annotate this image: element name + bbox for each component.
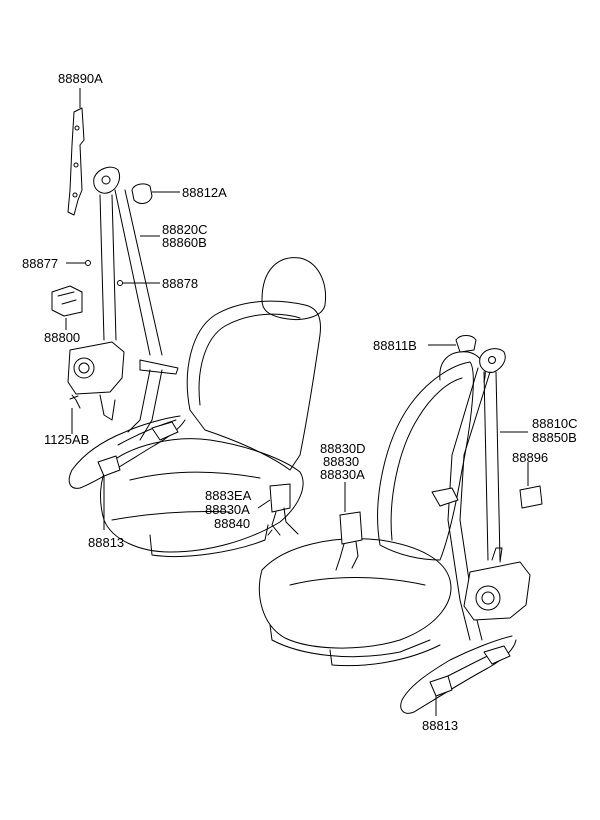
left-seat: [100, 257, 327, 557]
label-88860B: 88860B: [162, 235, 207, 250]
pin-88877: [85, 260, 91, 266]
label-88896: 88896: [512, 450, 548, 465]
cover-88812A: [131, 183, 153, 204]
label-88830: 88830: [323, 454, 359, 469]
label-88878: 88878: [162, 276, 198, 291]
right-belt-assembly: [335, 335, 543, 714]
label-88813-right: 88813: [422, 718, 458, 733]
label-88812A: 88812A: [182, 185, 227, 200]
clip-88896: [519, 485, 543, 509]
label-88810C: 88810C: [532, 416, 578, 431]
label-88820C: 88820C: [162, 222, 208, 237]
cover-88811B: [455, 335, 477, 353]
label-1125AB: 1125AB: [44, 432, 89, 447]
label-88830A-top: 88830A: [320, 467, 365, 482]
anchor-88813-left: [97, 455, 121, 477]
label-88850B: 88850B: [532, 430, 577, 445]
buckle-88830: [339, 511, 363, 545]
label-88840: 88840: [214, 516, 250, 531]
left-belt-assembly: [51, 107, 299, 536]
label-8883EA: 8883EA: [205, 488, 252, 503]
buckle-8883EA: [269, 483, 291, 513]
height-adjuster-88890A: [67, 107, 85, 216]
retractor: [67, 341, 125, 395]
retractor-right: [463, 561, 531, 621]
anchor-88813-right: [429, 675, 453, 697]
label-88800: 88800: [44, 330, 80, 345]
leader-lines: [65, 88, 529, 716]
pin-88878: [117, 280, 123, 286]
bracket-88800: [51, 285, 83, 317]
d-ring-88820C: [93, 166, 121, 194]
label-88830A-mid: 88830A: [205, 502, 250, 517]
bolt-1125AB: [69, 394, 81, 409]
label-88890A: 88890A: [58, 71, 103, 86]
label-88877: 88877: [22, 256, 58, 271]
label-88830D: 88830D: [320, 441, 366, 456]
label-88813-left: 88813: [88, 535, 124, 550]
part-labels: 88890A 88812A 88820C 88860B 88877 88878 …: [22, 71, 578, 733]
label-88811B: 88811B: [373, 338, 417, 353]
